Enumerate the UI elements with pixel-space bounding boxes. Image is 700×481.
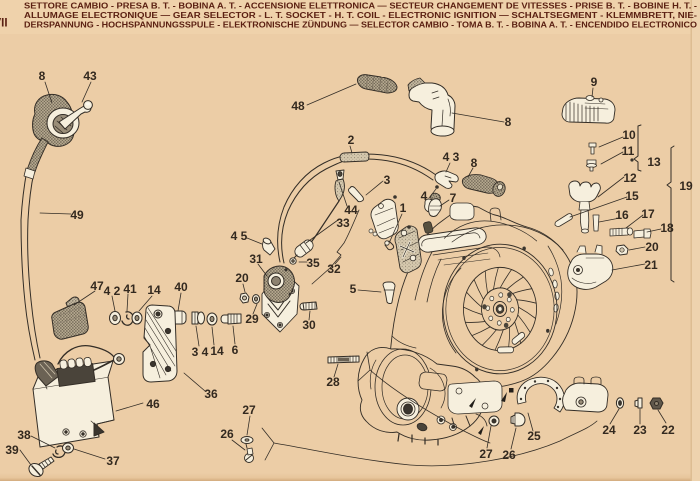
svg-text:4 3: 4 3	[443, 150, 460, 164]
svg-text:43: 43	[83, 69, 97, 83]
svg-text:20: 20	[235, 271, 249, 285]
svg-text:14: 14	[147, 283, 161, 297]
svg-text:VII: VII	[0, 18, 8, 30]
svg-text:SETTORE CAMBIO - PRESA B. T. -: SETTORE CAMBIO - PRESA B. T. - BOBINA A.…	[24, 2, 697, 11]
svg-text:7: 7	[450, 191, 457, 205]
svg-text:8: 8	[471, 156, 478, 170]
svg-text:40: 40	[174, 280, 188, 294]
svg-text:6: 6	[232, 343, 239, 357]
svg-text:44: 44	[344, 203, 358, 217]
svg-text:4: 4	[421, 189, 428, 203]
svg-text:18: 18	[660, 221, 674, 235]
svg-text:12: 12	[623, 171, 637, 185]
svg-text:25: 25	[527, 429, 541, 443]
svg-text:37: 37	[106, 454, 120, 468]
svg-text:4 5: 4 5	[231, 229, 248, 243]
svg-text:3 4: 3 4	[192, 345, 209, 359]
svg-text:23: 23	[633, 423, 647, 437]
svg-text:3: 3	[384, 173, 391, 187]
svg-text:13: 13	[647, 155, 661, 169]
svg-text:26: 26	[220, 427, 234, 441]
svg-text:14: 14	[210, 344, 224, 358]
svg-text:28: 28	[326, 375, 340, 389]
svg-text:33: 33	[336, 216, 350, 230]
svg-text:46: 46	[146, 397, 160, 411]
svg-text:2: 2	[348, 133, 355, 147]
svg-text:4 2: 4 2	[104, 284, 121, 298]
svg-text:47: 47	[90, 279, 104, 293]
svg-text:31: 31	[249, 252, 263, 266]
svg-text:DERSPANNUNG - HOCHSPANNUNGSSPU: DERSPANNUNG - HOCHSPANNUNGSSPULE - ELEKT…	[24, 21, 697, 30]
svg-text:8: 8	[505, 115, 512, 129]
svg-text:27: 27	[479, 447, 493, 461]
svg-text:49: 49	[70, 208, 84, 222]
svg-text:26: 26	[502, 448, 516, 462]
svg-text:17: 17	[641, 207, 655, 221]
svg-text:29: 29	[245, 312, 259, 326]
svg-text:41: 41	[123, 282, 137, 296]
svg-text:22: 22	[661, 423, 675, 437]
svg-text:21: 21	[644, 258, 658, 272]
svg-text:8: 8	[39, 69, 46, 83]
svg-text:10: 10	[622, 128, 636, 142]
svg-text:39: 39	[5, 443, 19, 457]
svg-text:5: 5	[350, 282, 357, 296]
svg-text:36: 36	[204, 387, 218, 401]
svg-text:24: 24	[602, 423, 616, 437]
svg-text:48: 48	[291, 99, 305, 113]
svg-text:20: 20	[645, 240, 659, 254]
svg-text:27: 27	[242, 403, 256, 417]
svg-text:15: 15	[625, 189, 639, 203]
svg-text:30: 30	[302, 318, 316, 332]
svg-text:ALLUMAGE ELECTRONIQUE — GEAR S: ALLUMAGE ELECTRONIQUE — GEAR SELECTOR - …	[24, 11, 697, 20]
svg-text:16: 16	[615, 208, 629, 222]
svg-text:32: 32	[327, 262, 341, 276]
svg-text:1: 1	[400, 201, 407, 215]
svg-text:19: 19	[679, 179, 693, 193]
svg-text:38: 38	[17, 428, 31, 442]
svg-text:35: 35	[306, 256, 320, 270]
svg-text:9: 9	[591, 75, 598, 89]
svg-text:11: 11	[622, 144, 635, 158]
